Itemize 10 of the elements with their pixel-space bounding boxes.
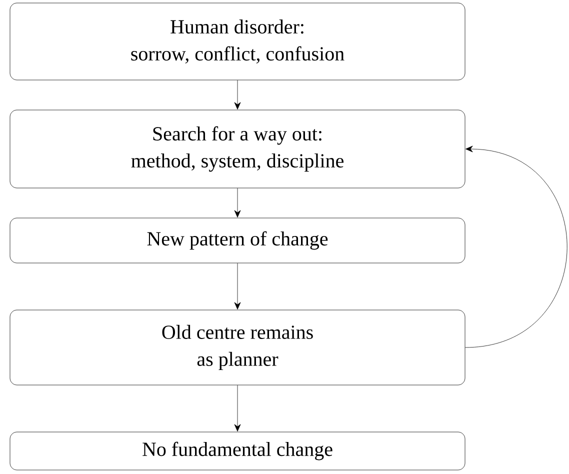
- process-box: No fundamental change: [10, 432, 466, 470]
- process-box: Old centre remains as planner: [10, 310, 466, 386]
- arrow: [234, 385, 241, 432]
- process-box: Search for a way out: method, system, discipline: [10, 110, 466, 188]
- arrow: [234, 80, 241, 110]
- process-box: New pattern of change: [10, 218, 466, 264]
- arrow: [234, 263, 241, 310]
- arrow: [465, 146, 568, 348]
- process-box: Human disorder: sorrow, conflict, confusion: [10, 2, 466, 80]
- arrow: [234, 188, 241, 218]
